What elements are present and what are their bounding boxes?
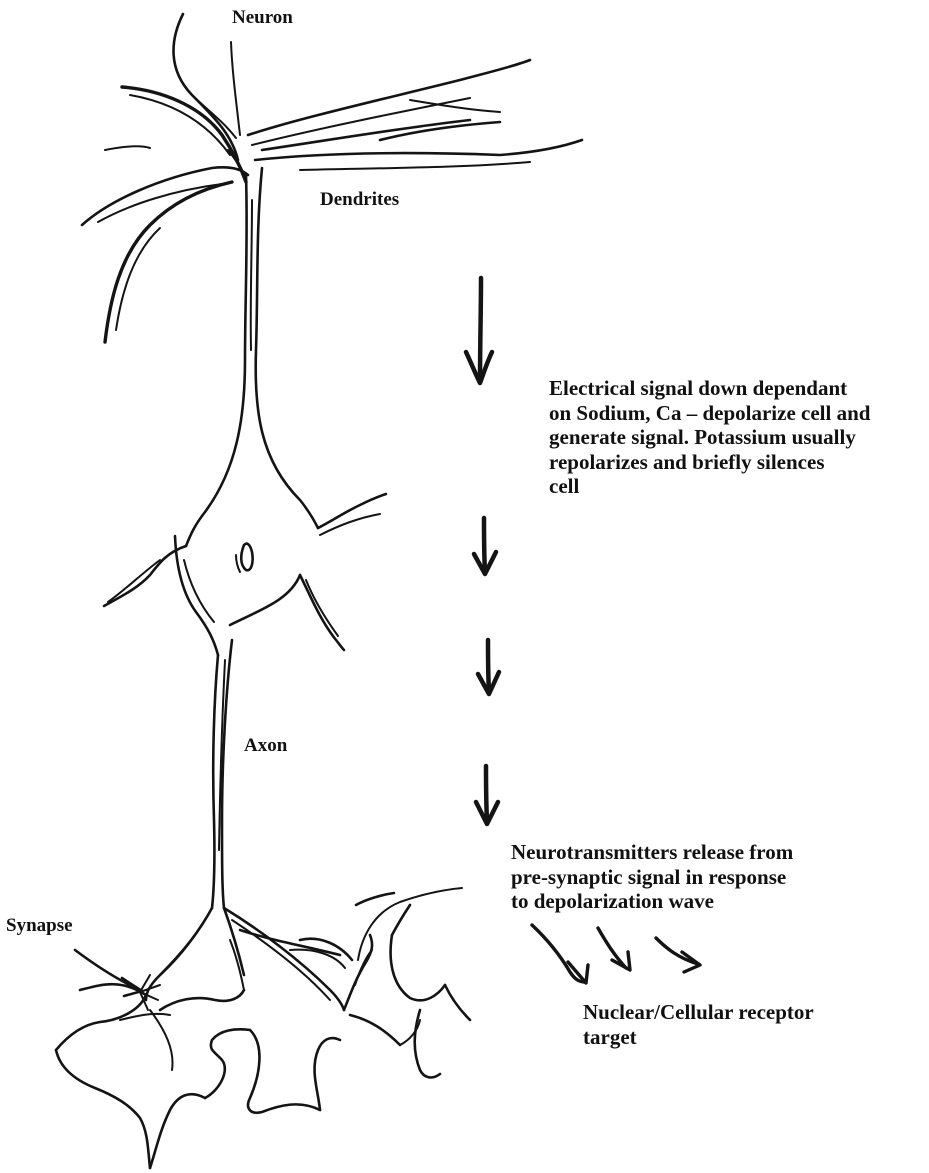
neurotransmitter-note: Neurotransmitters release from pre-synap… (511, 840, 793, 914)
synapse-pointer (75, 950, 160, 1010)
note-line: Neurotransmitters release from (511, 840, 793, 865)
down-arrow-4 (486, 766, 487, 822)
note-line: on Sodium, Ca – depolarize cell and (549, 401, 870, 426)
dendrite-branch (300, 162, 530, 170)
note-line: to depolarization wave (511, 889, 793, 914)
signal-arrows (466, 278, 499, 824)
electrical-signal-note: Electrical signal down dependant on Sodi… (549, 376, 870, 499)
dendrite-tree (82, 14, 582, 342)
note-line: pre-synaptic signal in response (511, 865, 793, 890)
down-arrow-2 (484, 518, 485, 572)
curved-arrow-2 (598, 928, 626, 968)
note-line: Nuclear/Cellular receptor (583, 1000, 814, 1025)
neuron-label: Neuron (232, 6, 293, 30)
synapse-label: Synapse (6, 914, 73, 938)
note-line: repolarizes and briefly silences (549, 450, 870, 475)
receptor-target-note: Nuclear/Cellular receptor target (583, 1000, 814, 1050)
dendrite-branch (105, 146, 150, 150)
dendrite-branch (116, 228, 160, 330)
note-line: Electrical signal down dependant (549, 376, 870, 401)
dendrites-label: Dendrites (320, 188, 399, 212)
note-line: cell (549, 474, 870, 499)
axon-terminals (146, 908, 352, 1010)
down-arrow-3 (488, 640, 489, 692)
note-line: target (583, 1025, 814, 1050)
cell-body (104, 494, 386, 655)
release-arrows (532, 925, 700, 983)
down-arrow-1 (480, 278, 481, 382)
post-synaptic-cells (56, 888, 470, 1168)
dendrite-branch (105, 182, 232, 342)
axon-label: Axon (244, 734, 287, 758)
note-line: generate signal. Potassium usually (549, 425, 870, 450)
nucleus-mark (241, 544, 252, 571)
dendrite-branch (173, 14, 238, 160)
dendrite-branch (231, 42, 240, 135)
dendrite-trunk (186, 168, 318, 546)
axon (212, 640, 232, 908)
